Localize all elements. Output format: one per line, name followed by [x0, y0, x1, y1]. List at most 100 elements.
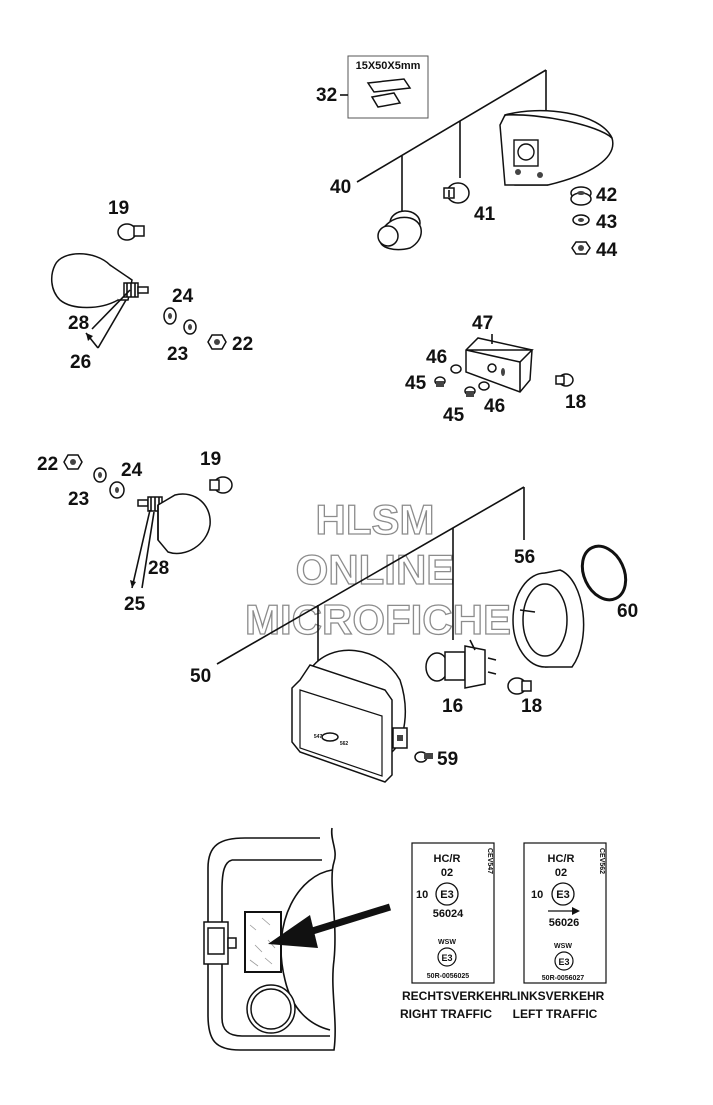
- caption-right-de: RECHTSVERKEHR: [402, 989, 510, 1003]
- label-ten: 10: [531, 889, 543, 901]
- label-location-view: [203, 827, 392, 1051]
- indicator-bulb: [117, 223, 145, 241]
- license-bulb: [555, 373, 574, 387]
- trim-ring: [512, 569, 585, 668]
- callout-50: 50: [190, 666, 211, 687]
- callout-60: 60: [617, 601, 638, 622]
- nut: [207, 334, 227, 350]
- seal-ring: [580, 544, 628, 602]
- washer: [450, 364, 462, 374]
- callout-18: 18: [565, 392, 586, 413]
- label-code: 02: [555, 867, 567, 879]
- label-number: 56026: [549, 917, 580, 929]
- headlamp-bulb: [425, 639, 497, 689]
- washer: [163, 307, 177, 325]
- label-e3-small: E3: [558, 957, 569, 967]
- pad-dimensions: 15X50X5mm: [356, 60, 421, 72]
- callout-16: 16: [442, 696, 463, 717]
- washer: [109, 481, 125, 499]
- label-hcr: HC/R: [434, 853, 461, 865]
- lock-washer: [183, 319, 197, 335]
- grommet: [570, 186, 592, 206]
- label-e3: E3: [556, 889, 569, 901]
- label-approval: 50R-0056025: [427, 973, 470, 980]
- callout-32: 32: [316, 85, 337, 106]
- screw: [464, 386, 476, 397]
- nut: [571, 241, 591, 255]
- label-cev: CEV562: [598, 848, 605, 874]
- marking-right: 562: [340, 741, 349, 747]
- callout-59: 59: [437, 749, 458, 770]
- tail-bulb: [443, 182, 470, 204]
- callout-45: 45: [443, 405, 465, 426]
- caption-left-de: LINKSVERKEHR: [510, 989, 605, 1003]
- callout-46: 46: [484, 396, 505, 417]
- watermark-line2: ONLINE: [296, 546, 455, 593]
- label-left-traffic: HC/R 02 CEV562 10 E3 56026 WSW E3 50R-00…: [510, 842, 607, 1021]
- callout-46: 46: [426, 347, 447, 368]
- callout-26: 26: [70, 352, 91, 373]
- lock-washer: [93, 467, 107, 483]
- label-cev: CEV547: [486, 848, 493, 874]
- callout-40: 40: [330, 177, 351, 198]
- turn-signal-upper: 19 28 26 24 23: [50, 198, 253, 373]
- rubber-pad: [366, 78, 412, 93]
- callout-19: 19: [108, 198, 129, 219]
- watermark: HLSM ONLINE MICROFICHE: [244, 495, 511, 643]
- parking-bulb: [507, 677, 532, 695]
- watermark-line3: MICROFICHE: [245, 596, 511, 643]
- license-lamp-group: 47 46 45 45 46 18: [405, 313, 586, 426]
- callout-47: 47: [472, 313, 493, 334]
- callout-23: 23: [68, 489, 89, 510]
- screw: [414, 751, 433, 763]
- callout-41: 41: [474, 204, 496, 225]
- label-approval: 50R-0056027: [542, 975, 585, 982]
- callout-56: 56: [514, 547, 535, 568]
- tail-light-housing: [499, 109, 614, 186]
- callout-18: 18: [521, 696, 542, 717]
- callout-22: 22: [232, 334, 253, 355]
- label-e3-small: E3: [441, 953, 452, 963]
- label-wsw: WSW: [438, 939, 456, 946]
- callout-24: 24: [172, 286, 194, 307]
- callout-24: 24: [121, 460, 143, 481]
- bulb-holder: [377, 210, 422, 251]
- tail-light-group: 15X50X5mm 32 40: [316, 55, 618, 261]
- callout-28: 28: [68, 313, 89, 334]
- caption-right-en: RIGHT TRAFFIC: [400, 1007, 492, 1021]
- washer: [572, 214, 590, 226]
- callout-23: 23: [167, 344, 188, 365]
- label-wsw: WSW: [554, 943, 572, 950]
- arrow-right-icon: [548, 907, 580, 915]
- label-e3: E3: [440, 889, 453, 901]
- callout-28: 28: [148, 558, 169, 579]
- label-code: 02: [441, 867, 453, 879]
- watermark-line1: HLSM: [316, 496, 435, 543]
- rubber-pad: [370, 92, 402, 108]
- callout-45: 45: [405, 373, 427, 394]
- callout-19: 19: [200, 449, 221, 470]
- callout-43: 43: [596, 212, 617, 233]
- marking-left: 547: [314, 734, 323, 740]
- turn-signal-lower: 22 24 23 19 28: [37, 449, 233, 615]
- nut: [63, 454, 83, 470]
- label-hcr: HC/R: [548, 853, 575, 865]
- headlamp-group: 50 56 60 16 18: [190, 486, 638, 783]
- indicator-stem: [123, 282, 149, 298]
- caption-left-en: LEFT TRAFFIC: [513, 1007, 598, 1021]
- label-ten: 10: [416, 889, 428, 901]
- callout-22: 22: [37, 454, 58, 475]
- indicator-lens: [50, 253, 126, 309]
- washer: [478, 381, 490, 391]
- screw: [434, 376, 446, 387]
- callout-44: 44: [596, 240, 618, 261]
- indicator-bulb: [209, 476, 233, 494]
- label-number: 56024: [433, 908, 464, 920]
- label-right-traffic: HC/R 02 CEV547 10 E3 56024 WSW E3 50R-00…: [400, 842, 510, 1021]
- indicator-lens: [157, 493, 211, 555]
- callout-42: 42: [596, 185, 617, 206]
- license-lamp-housing: [465, 337, 534, 393]
- arrow-icon: [268, 903, 392, 948]
- callout-25: 25: [124, 594, 146, 615]
